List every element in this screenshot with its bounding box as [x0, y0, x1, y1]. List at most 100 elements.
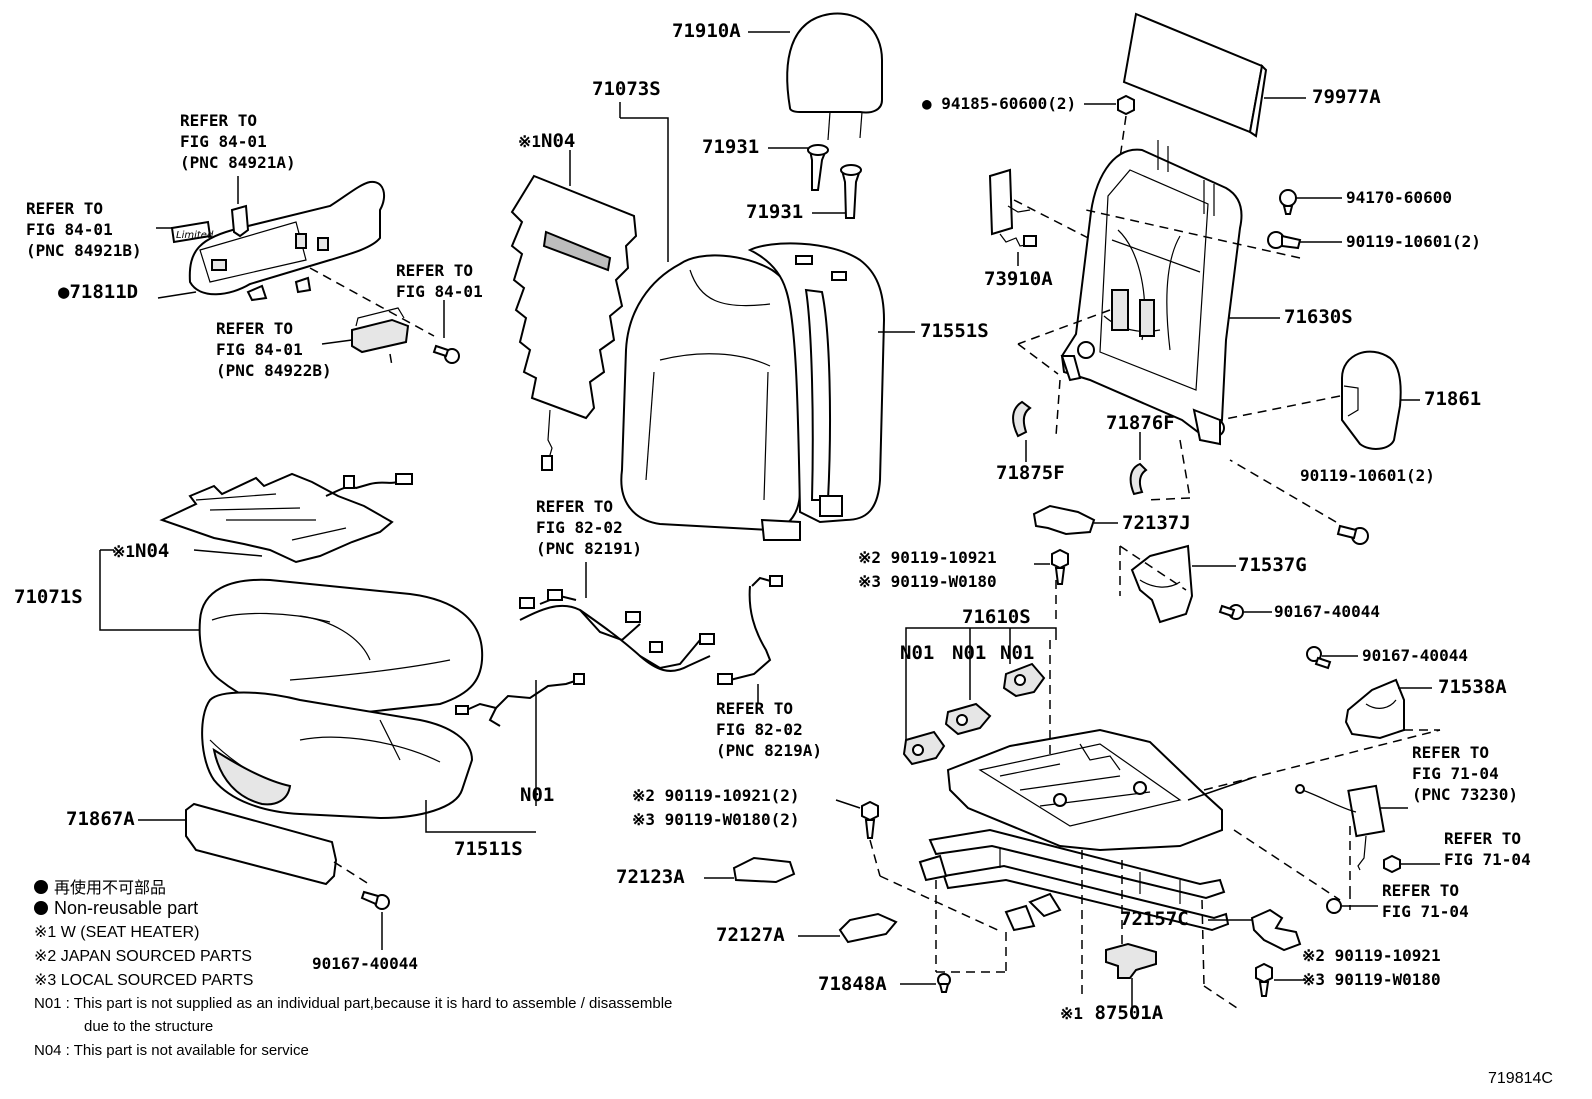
headrest-drawing [748, 12, 883, 141]
label-screw-side: 90167-40044 [1274, 602, 1380, 621]
label-cap: 71848A [818, 973, 887, 995]
label-cushion-heater: ※1N04 [112, 542, 169, 561]
label-cover-lower: 71538A [1438, 676, 1507, 698]
label-bushing-right: 71876F [1106, 412, 1175, 434]
nut-right-drawing [1383, 854, 1440, 874]
refer-fig84-b[interactable]: REFER TO FIG 84-01 (PNC 84921B) [26, 199, 142, 260]
back-cover-drawing [619, 102, 801, 541]
label-motor-3: N01 [1000, 642, 1035, 664]
switch-drawing [321, 300, 460, 367]
label-shield: ●71811D [58, 283, 138, 302]
sensor-mark: ※1 [1060, 1004, 1084, 1023]
legend-n04: N04 : This part is not available for ser… [34, 1042, 309, 1059]
label-bolt-left-japan: ※2 90119-10921(2) [632, 786, 800, 805]
label-track-cover-1: 72123A [616, 866, 685, 888]
label-headrest-guide-lower: 71931 [746, 201, 804, 223]
heater-code: N04 [541, 130, 576, 152]
cover-inner-drawing [1032, 504, 1118, 536]
label-bolt-mid-local: ※3 90119-W0180 [858, 572, 997, 591]
refer-fig71-c[interactable]: REFER TO FIG 71-04 [1382, 881, 1469, 921]
refer-fig84-d[interactable]: REFER TO FIG 84-01 (PNC 84922B) [216, 319, 332, 380]
label-sensor: ※1 87501A [1060, 1004, 1163, 1023]
bullet-icon [34, 901, 48, 915]
nut-mark: ● [922, 94, 932, 113]
clip-drawing [1279, 189, 1342, 215]
label-headrest: 71910A [672, 20, 741, 42]
label-bushing-left: 71875F [996, 462, 1065, 484]
headrest-guide-drawing [768, 144, 862, 219]
heater-mark: ※1 [518, 132, 542, 151]
refer-fig71-a[interactable]: REFER TO FIG 71-04 (PNC 73230) [1412, 743, 1518, 804]
label-track-cover-2: 72127A [716, 924, 785, 946]
label-hinge-cover: 71861 [1424, 388, 1482, 410]
shield-mark: ● [58, 281, 70, 303]
label-back-frame: 71630S [1284, 306, 1353, 328]
nut-code: 94185-60600(2) [941, 94, 1077, 113]
legend-n01-line2: due to the structure [84, 1018, 214, 1035]
back-board-drawing [1122, 12, 1306, 138]
label-cover-inner: 72137J [1122, 512, 1191, 534]
label-screw-lower-right: 90167-40044 [1362, 646, 1468, 665]
screw-front-drawing [360, 890, 390, 950]
legend-note2: ※2 JAPAN SOURCED PARTS [34, 948, 252, 965]
label-cover-side: 71537G [1238, 554, 1307, 576]
legend-n01-line1: N01 : This part is not supplied as an in… [34, 995, 673, 1012]
label-back-cover: 71073S [592, 78, 661, 100]
bolt-right-drawing [1255, 962, 1306, 997]
refer-fig71-b[interactable]: REFER TO FIG 71-04 [1444, 829, 1531, 869]
harness-drawing [519, 562, 783, 704]
label-cushion-pad: 71511S [454, 838, 523, 860]
label-bolt-right-japan: ※2 90119-10921 [1302, 946, 1441, 965]
svg-text:Limited: Limited [176, 230, 214, 241]
legend-text: 再使用不可部品 [54, 880, 167, 897]
legend-note3: ※3 LOCAL SOURCED PARTS [34, 972, 254, 989]
label-back-pad: 71551S [920, 320, 989, 342]
screw-side-drawing [1218, 604, 1272, 620]
cushion-cover-drawing [99, 549, 484, 718]
refer-fig84-a[interactable]: REFER TO FIG 84-01 (PNC 84921A) [180, 111, 296, 172]
label-front-panel: 71867A [66, 808, 135, 830]
refer-fig84-c[interactable]: REFER TO FIG 84-01 [396, 261, 483, 301]
back-pad-drawing [747, 242, 915, 524]
back-frame-drawing [1017, 140, 1301, 446]
front-panel-drawing [138, 802, 373, 887]
shield-drawing: Limited [156, 176, 435, 337]
legend-non-reusable-jp: 再使用不可部品 [34, 874, 166, 898]
legend-non-reusable-en: Non-reusable part [34, 898, 198, 919]
nut-top-drawing [1084, 94, 1135, 159]
label-bolt-mid-japan: ※2 90119-10921 [858, 548, 997, 567]
small-parts-drawing [704, 856, 1302, 1012]
washer-right-drawing [1326, 898, 1378, 914]
label-cushion-frame: 71610S [962, 606, 1031, 628]
label-back-heater: ※1N04 [518, 132, 575, 151]
cushion-heater-mark: ※1 [112, 542, 136, 561]
refer-fig82-b[interactable]: REFER TO FIG 82-02 (PNC 8219A) [716, 699, 822, 760]
label-motor-1: N01 [900, 642, 935, 664]
legend-text: Non-reusable part [54, 898, 199, 918]
label-airbag: 73910A [984, 268, 1053, 290]
cushion-pad-drawing [201, 680, 537, 833]
airbag-drawing [988, 168, 1101, 266]
bushing-drawing [1012, 400, 1191, 501]
cover-side-drawing [1119, 544, 1236, 624]
label-nut-top: ● 94185-60600(2) [922, 96, 1076, 112]
label-cushion-pad-note: N01 [520, 784, 555, 806]
label-bolt-frame-lower: 90119-10601(2) [1300, 466, 1435, 485]
bolt-upper-drawing [1267, 231, 1342, 250]
legend-note1: ※1 W (SEAT HEATER) [34, 924, 200, 941]
back-heater-drawing [510, 150, 638, 471]
label-bolt-left-local: ※3 90119-W0180(2) [632, 810, 800, 829]
bolt-left-drawing [835, 799, 881, 877]
cushion-heater-code: N04 [135, 540, 170, 562]
bolt-mid-drawing [1034, 548, 1069, 585]
hinge-cover-drawing [1219, 350, 1420, 450]
refer-fig82-a[interactable]: REFER TO FIG 82-02 (PNC 82191) [536, 497, 642, 558]
bullet-icon [34, 880, 48, 894]
bolt-lower-drawing [1229, 459, 1369, 545]
label-bolt-frame-upper: 90119-10601(2) [1346, 232, 1481, 251]
label-clip: 94170-60600 [1346, 188, 1452, 207]
cushion-heater-drawing [159, 472, 413, 564]
cushion-wire-drawing [455, 673, 585, 727]
